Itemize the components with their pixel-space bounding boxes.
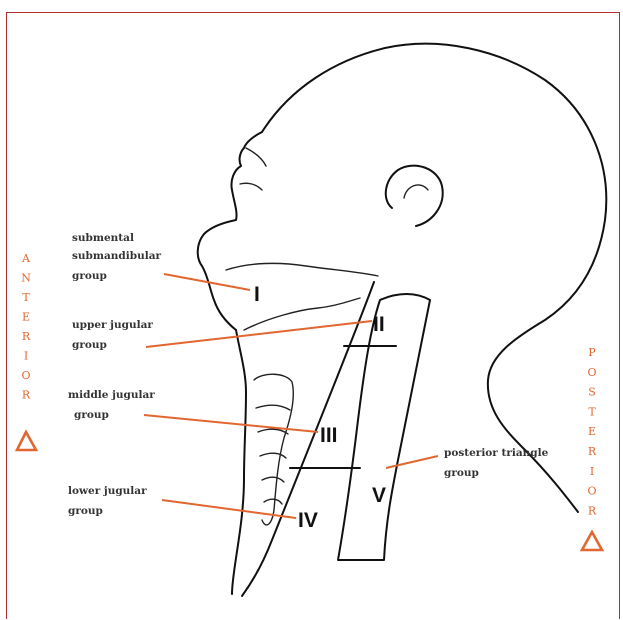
posterior-letter: O <box>587 366 596 379</box>
anterior-letter: E <box>22 311 30 324</box>
trachea-ring-2 <box>258 429 288 434</box>
posterior-letter: I <box>590 465 594 478</box>
lower-jugular-label-line1: lower jugular <box>68 485 147 497</box>
anterior-letter: R <box>22 330 31 343</box>
level-iv-label: IV <box>298 509 318 532</box>
posterior-triangle-label: posterior triangle group <box>444 447 549 479</box>
mandible-line <box>226 263 378 276</box>
posterior-letter: T <box>588 405 596 418</box>
submental-label-line2: submandibular <box>72 250 162 262</box>
submental-label: submental submandibular group <box>72 232 162 282</box>
level-iii-label: III <box>320 424 338 447</box>
head-outline <box>262 44 606 512</box>
posterior-letter: O <box>587 485 596 498</box>
anterior-letter: R <box>22 389 31 402</box>
posterior-letter: P <box>588 346 596 359</box>
submental-label-line1: submental <box>72 232 134 244</box>
level-ii-label: II <box>373 313 385 336</box>
posterior-triangle-label-line2: group <box>444 467 479 479</box>
lower-jugular-label-line2: group <box>68 505 103 517</box>
anterior-triangle-icon <box>17 432 36 450</box>
anterior-letter: O <box>21 369 30 382</box>
trachea-ring-1 <box>256 405 290 410</box>
nose-line <box>246 148 266 166</box>
leader-middle-jugular <box>144 415 318 432</box>
anterior-letter: A <box>21 252 31 265</box>
trachea-ring-4 <box>262 477 284 482</box>
throat-outline <box>232 330 246 594</box>
upper-jugular-label: upper jugular group <box>72 319 153 351</box>
posterior-triangle-label-line1: posterior triangle <box>444 447 549 459</box>
level-i-label: I <box>254 283 260 306</box>
anterior-letter: T <box>22 291 30 304</box>
leader-posterior-triangle <box>386 456 438 468</box>
trachea-ring-5 <box>264 499 282 504</box>
posterior-letter: R <box>588 445 597 458</box>
middle-jugular-label-line1: middle jugular <box>68 389 155 401</box>
anterior-letter: I <box>24 350 28 363</box>
lower-jugular-label: lower jugular group <box>68 485 147 517</box>
submental-label-line3: group <box>72 270 107 282</box>
eye-line <box>240 183 262 190</box>
anterior-letter: N <box>21 272 31 285</box>
leader-upper-jugular <box>146 321 372 347</box>
face-profile <box>198 132 262 330</box>
leader-lower-jugular <box>162 500 296 518</box>
posterior-letter: E <box>588 425 596 438</box>
upper-jugular-label-line2: group <box>72 339 107 351</box>
posterior-letter: S <box>588 386 596 399</box>
upper-jugular-label-line1: upper jugular <box>72 319 153 331</box>
ear-outline <box>386 166 443 226</box>
middle-jugular-label: middle jugular group <box>68 389 155 421</box>
ear-inner <box>404 185 428 198</box>
posterior-triangle-icon <box>582 532 602 550</box>
middle-jugular-label-line2: group <box>74 409 109 421</box>
level-v-label: V <box>372 484 386 507</box>
trachea-ring-3 <box>260 453 286 458</box>
posterior-letter: R <box>588 504 597 517</box>
